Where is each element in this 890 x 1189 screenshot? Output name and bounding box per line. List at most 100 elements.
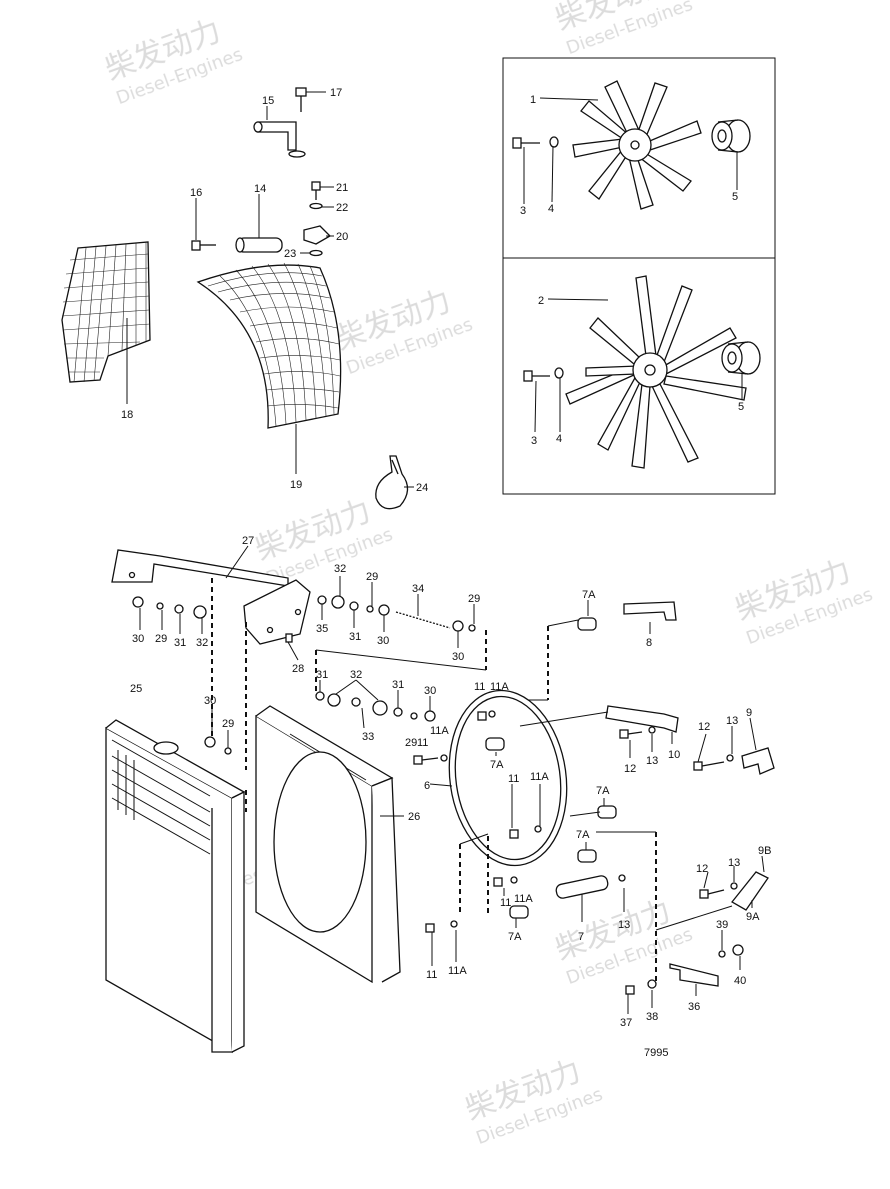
callout-13: 13	[618, 919, 630, 931]
callout-11a: 11A	[448, 965, 467, 977]
callout-12: 12	[696, 863, 708, 875]
callout-13: 13	[728, 857, 740, 869]
part-6-fan-ring	[448, 689, 568, 867]
callout-6: 6	[424, 780, 430, 792]
callout-30: 30	[377, 635, 389, 647]
callout-12: 12	[698, 721, 710, 733]
callout-11: 11	[474, 681, 485, 693]
callout-5: 5	[732, 191, 738, 203]
callout-30: 30	[452, 651, 464, 663]
callout-40: 40	[734, 975, 746, 987]
callout-1: 1	[530, 94, 536, 106]
callouts: 1 2 3 3 4 4 5 5 15 17 14 16 21 22 20 23 …	[121, 87, 771, 1059]
callout-20: 20	[336, 231, 348, 243]
callout-14: 14	[254, 183, 266, 195]
callout-11a: 11A	[490, 681, 509, 693]
callout-9: 9	[746, 707, 752, 719]
hardware	[132, 595, 744, 995]
callout-36: 36	[688, 1001, 700, 1013]
part-9-bent-tube	[741, 747, 775, 775]
callout-4: 4	[556, 433, 562, 445]
callout-26: 26	[408, 811, 420, 823]
part-15-bent-tube	[253, 121, 306, 158]
callout-31: 31	[349, 631, 361, 643]
lower-leaders	[139, 545, 765, 1014]
callout-13: 13	[646, 755, 658, 767]
callout-29: 29	[366, 571, 378, 583]
callout-7a: 7A	[576, 829, 590, 841]
part-7-tube	[555, 875, 609, 899]
callout-2: 2	[538, 295, 544, 307]
callout-35: 35	[316, 623, 328, 635]
callout-23: 23	[284, 248, 296, 260]
callout-30: 30	[424, 685, 436, 697]
part-19-mesh	[196, 262, 342, 429]
callout-11: 11	[500, 897, 511, 909]
callout-11a: 11A	[530, 771, 549, 783]
callout-29: 29	[468, 593, 480, 605]
top-left-leaders	[126, 91, 414, 488]
callout-7a: 7A	[490, 759, 504, 771]
fan-ten-blade	[565, 275, 747, 469]
callout-24: 24	[416, 482, 428, 494]
part-36-bracket	[669, 963, 719, 987]
callout-29: 29	[222, 718, 234, 730]
callout-13: 13	[726, 715, 738, 727]
part-24-clip	[375, 455, 409, 510]
callout-17: 17	[330, 87, 342, 99]
callout-28: 28	[292, 663, 304, 675]
callout-25: 25	[130, 683, 142, 695]
callout-7: 7	[578, 931, 584, 943]
part-8-bent-tube	[623, 601, 677, 621]
callout-37: 37	[620, 1017, 632, 1029]
spacers-7a	[485, 617, 617, 919]
callout-39: 39	[716, 919, 728, 931]
fan-hub-top	[711, 119, 751, 153]
callout-15: 15	[262, 95, 274, 107]
callout-31: 31	[174, 637, 186, 649]
callout-31: 31	[316, 669, 328, 681]
callout-29: 29	[405, 737, 417, 749]
callout-8: 8	[646, 637, 652, 649]
callout-30: 30	[204, 695, 216, 707]
assembly-solid-lines	[315, 619, 733, 931]
callout-21: 21	[336, 182, 348, 194]
callout-5: 5	[738, 401, 744, 413]
callout-7a: 7A	[508, 931, 522, 943]
part-17-screw	[295, 87, 307, 112]
callout-16: 16	[190, 187, 202, 199]
callout-34: 34	[412, 583, 424, 595]
callout-27: 27	[242, 535, 254, 547]
fan-bolt-top	[512, 136, 559, 149]
fan-inset-bottom-frame	[502, 257, 776, 495]
callout-9a: 9A	[746, 911, 760, 923]
callout-31: 31	[392, 679, 404, 691]
callout-32: 32	[350, 669, 362, 681]
callout-10: 10	[668, 749, 680, 761]
callout-12: 12	[624, 763, 636, 775]
callout-32: 32	[334, 563, 346, 575]
callout-9b: 9B	[758, 845, 771, 857]
callout-22: 22	[336, 202, 348, 214]
assembly-dashed-lines	[211, 578, 657, 984]
callout-38: 38	[646, 1011, 658, 1023]
callout-4: 4	[548, 203, 554, 215]
part-26-shroud	[255, 705, 401, 984]
callout-3: 3	[520, 205, 526, 217]
callout-11: 11	[417, 737, 428, 749]
callout-29: 29	[155, 633, 167, 645]
callout-7a: 7A	[596, 785, 610, 797]
drawing-number: 7995	[644, 1047, 668, 1059]
part-25-radiator	[105, 719, 246, 1054]
callout-32: 32	[196, 637, 208, 649]
callout-11a: 11A	[514, 893, 533, 905]
fan-bolt-bottom	[523, 367, 564, 382]
callout-11a: 11A	[430, 725, 449, 737]
callout-7a: 7A	[582, 589, 596, 601]
part-10-bent-tube	[605, 705, 679, 733]
callout-19: 19	[290, 479, 302, 491]
fan-eight-blade	[572, 80, 702, 210]
callout-11: 11	[508, 773, 519, 785]
callout-30: 30	[132, 633, 144, 645]
